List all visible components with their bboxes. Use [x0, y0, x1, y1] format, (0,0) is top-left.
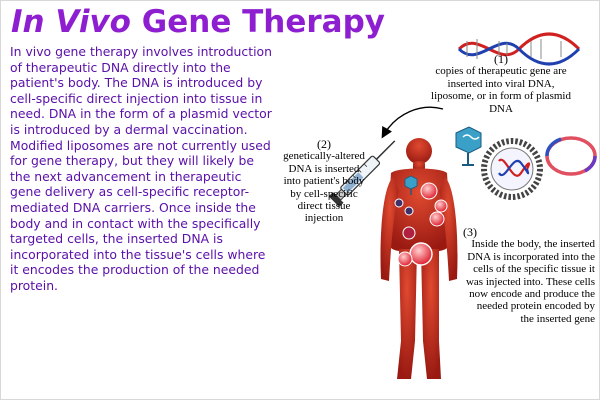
step3-note: (3) Inside the body, the inserted DNA is…	[463, 226, 595, 325]
step3-number: (3)	[463, 225, 477, 239]
virus-icon	[404, 175, 418, 195]
page-title: In Vivo Gene Therapy	[11, 3, 385, 41]
step1-text: copies of therapeutic gene are inserted …	[431, 65, 571, 115]
step3-text: Inside the body, the inserted DNA is inc…	[465, 238, 595, 325]
title-rest: Gene Therapy	[141, 4, 385, 40]
plasmid-icon	[545, 136, 597, 176]
description-text: In vivo gene therapy involves introducti…	[10, 44, 272, 294]
title-italic: In Vivo	[11, 4, 131, 40]
step2-note: (2) genetically-altered DNA is inserted …	[283, 138, 365, 225]
step1-note: (1) copies of therapeutic gene are inser…	[431, 53, 571, 115]
syringe-icon	[328, 140, 396, 208]
step2-text: genetically-altered DNA is inserted into…	[283, 150, 365, 225]
step2-number: (2)	[317, 137, 331, 151]
liposome-icon	[481, 138, 543, 200]
dna-helix-icon	[457, 32, 581, 66]
virus-icon	[455, 126, 482, 166]
description-paragraph: In vivo gene therapy involves introducti…	[10, 44, 272, 293]
transfer-arrow	[381, 106, 444, 139]
cell-icon	[394, 182, 448, 267]
step1-number: (1)	[494, 52, 508, 66]
